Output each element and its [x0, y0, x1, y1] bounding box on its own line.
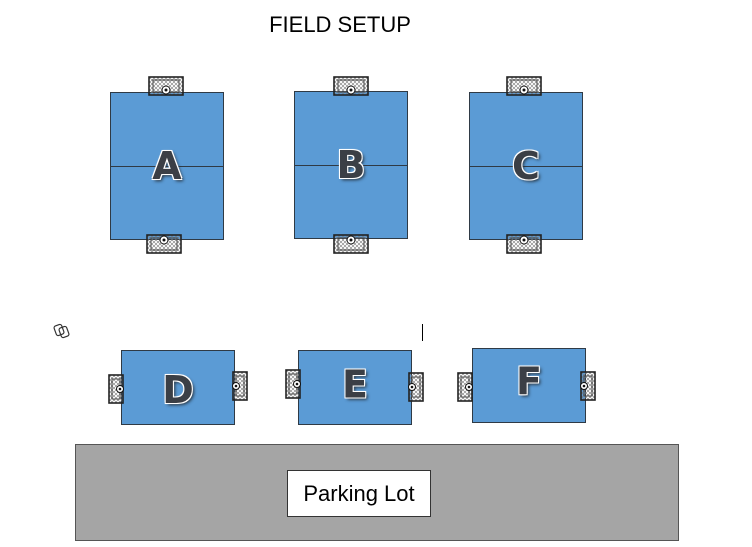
soccer-goal-icon	[333, 74, 369, 98]
soccer-goal-icon	[506, 74, 542, 98]
soccer-goal-icon	[108, 374, 124, 404]
field-e[interactable]: E	[298, 350, 412, 425]
soccer-goal-icon	[580, 371, 596, 401]
field-a[interactable]: A	[110, 92, 224, 240]
halfway-line	[470, 166, 582, 167]
soccer-goal-icon	[457, 372, 473, 402]
soccer-goal-icon	[232, 371, 248, 401]
object-anchor-icon	[53, 323, 70, 339]
soccer-goal-icon	[408, 372, 424, 402]
field-c[interactable]: C	[469, 92, 583, 240]
field-label: A	[152, 144, 182, 188]
halfway-line	[295, 165, 407, 166]
field-b[interactable]: B	[294, 91, 408, 239]
field-label: F	[516, 359, 542, 404]
halfway-line	[111, 166, 223, 167]
field-f[interactable]: F	[472, 348, 586, 423]
field-label: B	[336, 143, 366, 187]
field-label: C	[512, 144, 540, 188]
field-d[interactable]: D	[121, 350, 235, 425]
soccer-goal-icon	[285, 369, 301, 399]
field-label: E	[342, 361, 368, 406]
soccer-goal-icon	[146, 232, 182, 256]
soccer-goal-icon	[333, 232, 369, 256]
soccer-goal-icon	[148, 74, 184, 98]
diagram-title: FIELD SETUP	[269, 12, 411, 37]
text-cursor	[422, 324, 423, 341]
soccer-goal-icon	[506, 232, 542, 256]
field-label: D	[162, 367, 194, 412]
parking-lot-label: Parking Lot	[287, 470, 431, 517]
